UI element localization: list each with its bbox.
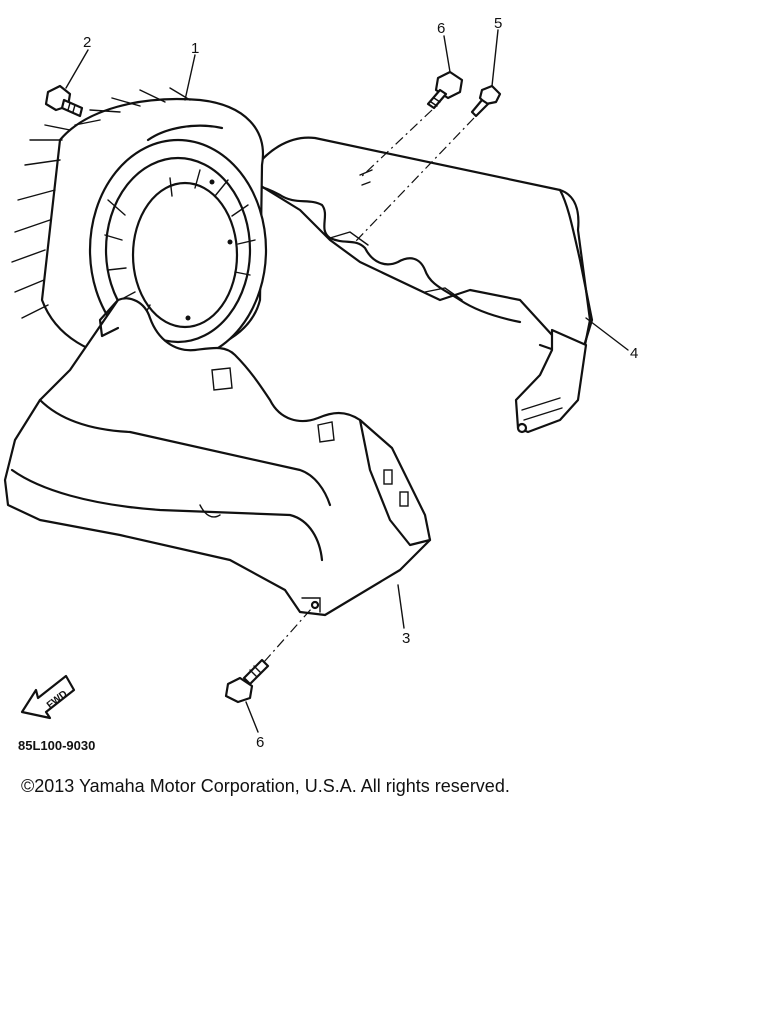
fwd-arrow-icon: FWD [20,674,76,720]
copyright-notice: ©2013 Yamaha Motor Corporation, U.S.A. A… [21,776,510,796]
part-number-5: 5 [494,15,502,32]
leader-part-2 [65,49,89,89]
leader-part-1 [184,54,196,101]
screw-part-5 [470,84,502,118]
part-number-3: 3 [402,630,410,647]
air-shroud-rear [220,136,594,434]
bolt-part-6-bottom [224,658,270,704]
assembly-line-5 [354,117,475,243]
leader-part-6-top [443,35,451,73]
cooling-fan [11,87,268,362]
leader-part-4 [585,317,629,351]
bolt-part-6-top [426,70,464,110]
diagram-code: 85L100-9030 [18,738,95,753]
part-number-6-bottom: 6 [256,734,264,751]
part-number-6-top: 6 [437,20,445,37]
part-number-4: 4 [630,345,638,362]
part-number-1: 1 [191,40,199,57]
air-shroud-front [3,297,432,617]
leader-part-5 [491,29,499,87]
bolt-part-2 [44,84,84,118]
part-number-2: 2 [83,34,91,51]
assembly-line-6-top [359,109,433,179]
leader-part-6-bottom [245,701,259,733]
assembly-line-6-bottom [263,607,313,663]
leader-part-3 [397,584,405,629]
